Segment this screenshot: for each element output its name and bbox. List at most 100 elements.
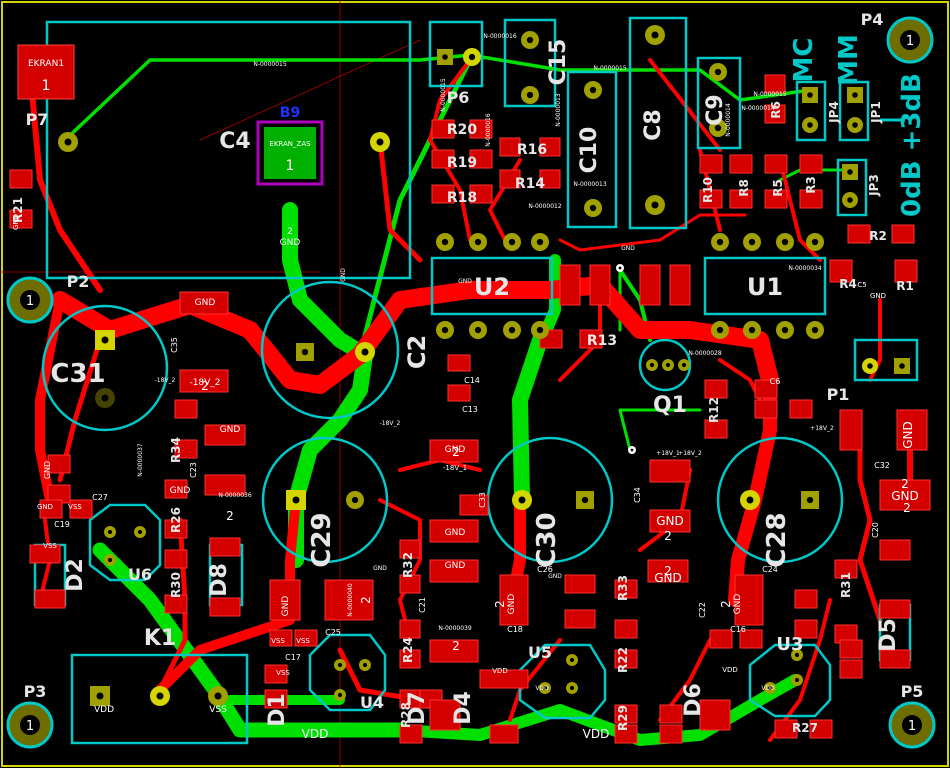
through-hole-pad[interactable] — [662, 359, 674, 371]
through-hole-pad[interactable] — [645, 195, 665, 215]
through-hole-pad[interactable] — [584, 199, 602, 217]
smd-pad[interactable] — [764, 104, 786, 124]
smd-pad[interactable] — [469, 184, 493, 204]
through-hole-pad[interactable] — [709, 63, 727, 81]
smd-pad[interactable] — [431, 184, 455, 204]
smd-pad[interactable] — [789, 399, 813, 419]
ekran-zas-pad[interactable]: EKRAN_ZAS 1 B9 — [256, 105, 324, 186]
smd-pad[interactable] — [324, 579, 374, 621]
through-hole-pad[interactable] — [862, 358, 878, 374]
smd-pad[interactable] — [209, 537, 241, 557]
smd-pad[interactable] — [447, 354, 471, 372]
through-hole-pad[interactable] — [711, 233, 729, 251]
through-hole-pad[interactable] — [334, 659, 346, 671]
through-hole-pad[interactable] — [776, 233, 794, 251]
smd-pad[interactable] — [699, 154, 723, 174]
through-hole-pad[interactable] — [806, 321, 824, 339]
smd-pad[interactable] — [39, 499, 63, 519]
ekran1-pad[interactable]: EKRAN1 1 — [17, 44, 75, 100]
smd-pad[interactable] — [559, 264, 581, 306]
smd-pad[interactable] — [164, 549, 188, 569]
smd-pad[interactable] — [879, 599, 911, 619]
smd-pad[interactable] — [649, 509, 691, 533]
mounting-hole-p3[interactable]: 1 — [6, 701, 54, 749]
through-hole-pad[interactable] — [743, 321, 761, 339]
smd-pad[interactable] — [431, 119, 455, 139]
smd-pad[interactable] — [447, 384, 471, 402]
smd-pad[interactable] — [764, 189, 788, 209]
smd-pad[interactable] — [839, 409, 863, 451]
smd-pad[interactable] — [174, 439, 198, 459]
through-hole-pad[interactable] — [645, 25, 665, 45]
smd-pad[interactable] — [799, 154, 823, 174]
smd-pad[interactable] — [429, 439, 479, 463]
through-hole-pad[interactable] — [791, 674, 803, 686]
smd-pad[interactable] — [164, 519, 188, 539]
through-hole-pad[interactable] — [776, 321, 794, 339]
smd-pad[interactable] — [699, 189, 723, 209]
smd-pad[interactable] — [564, 609, 596, 629]
smd-pad[interactable] — [564, 574, 596, 594]
through-hole-pad[interactable] — [847, 87, 863, 103]
through-hole-pad[interactable] — [576, 491, 594, 509]
smd-pad[interactable] — [479, 669, 529, 689]
smd-pad[interactable] — [429, 559, 479, 583]
smd-pad[interactable] — [729, 154, 753, 174]
through-hole-pad[interactable] — [359, 659, 371, 671]
through-hole-pad[interactable] — [628, 446, 636, 454]
through-hole-pad[interactable] — [134, 526, 146, 538]
smd-pad[interactable] — [499, 169, 521, 189]
through-hole-pad[interactable] — [539, 682, 551, 694]
smd-pad[interactable] — [729, 189, 753, 209]
through-hole-pad[interactable] — [104, 554, 116, 566]
smd-pad[interactable] — [9, 209, 33, 229]
smd-pad[interactable] — [399, 724, 423, 744]
through-hole-pad[interactable] — [463, 48, 481, 66]
through-hole-pad[interactable] — [842, 192, 858, 208]
smd-pad[interactable] — [264, 664, 288, 684]
through-hole-pad[interactable] — [802, 117, 818, 133]
smd-pad[interactable] — [896, 409, 928, 451]
smd-pad[interactable] — [839, 659, 863, 679]
through-hole-pad[interactable] — [806, 233, 824, 251]
through-hole-pad[interactable] — [58, 132, 78, 152]
smd-pad[interactable] — [669, 264, 691, 306]
smd-pad[interactable] — [499, 574, 529, 626]
through-hole-pad[interactable] — [355, 342, 375, 362]
smd-pad[interactable] — [499, 137, 521, 157]
through-hole-pad[interactable] — [208, 686, 228, 706]
smd-pad[interactable] — [809, 719, 833, 739]
through-hole-pad[interactable] — [521, 86, 539, 104]
through-hole-pad[interactable] — [802, 87, 818, 103]
through-hole-pad[interactable] — [531, 321, 549, 339]
through-hole-pad[interactable] — [764, 682, 776, 694]
smd-pad[interactable] — [164, 479, 188, 499]
smd-pad[interactable] — [614, 724, 638, 744]
mounting-hole-p5[interactable]: 1 — [888, 701, 936, 749]
smd-pad[interactable] — [204, 424, 246, 446]
through-hole-pad[interactable] — [334, 689, 346, 701]
smd-pad[interactable] — [829, 259, 853, 283]
smd-pad[interactable] — [739, 629, 763, 649]
smd-pad[interactable] — [589, 264, 611, 306]
through-hole-pad[interactable] — [503, 233, 521, 251]
smd-pad[interactable] — [539, 137, 561, 157]
smd-pad[interactable] — [459, 494, 489, 516]
smd-pad[interactable] — [164, 594, 188, 614]
smd-pad[interactable] — [794, 619, 818, 639]
through-hole-pad[interactable] — [469, 233, 487, 251]
through-hole-pad[interactable] — [678, 359, 690, 371]
through-hole-pad[interactable] — [584, 81, 602, 99]
smd-pad[interactable] — [9, 169, 33, 189]
mounting-hole-p4[interactable]: 1 — [886, 16, 934, 64]
through-hole-pad[interactable] — [512, 490, 532, 510]
through-hole-pad[interactable] — [436, 233, 454, 251]
through-hole-pad[interactable] — [469, 321, 487, 339]
through-hole-pad[interactable] — [503, 321, 521, 339]
smd-pad[interactable] — [659, 724, 683, 744]
smd-pad[interactable] — [489, 724, 519, 744]
through-hole-pad[interactable] — [436, 321, 454, 339]
smd-pad[interactable] — [764, 154, 788, 174]
smd-pad[interactable] — [429, 699, 461, 731]
smd-pad[interactable] — [649, 459, 691, 483]
